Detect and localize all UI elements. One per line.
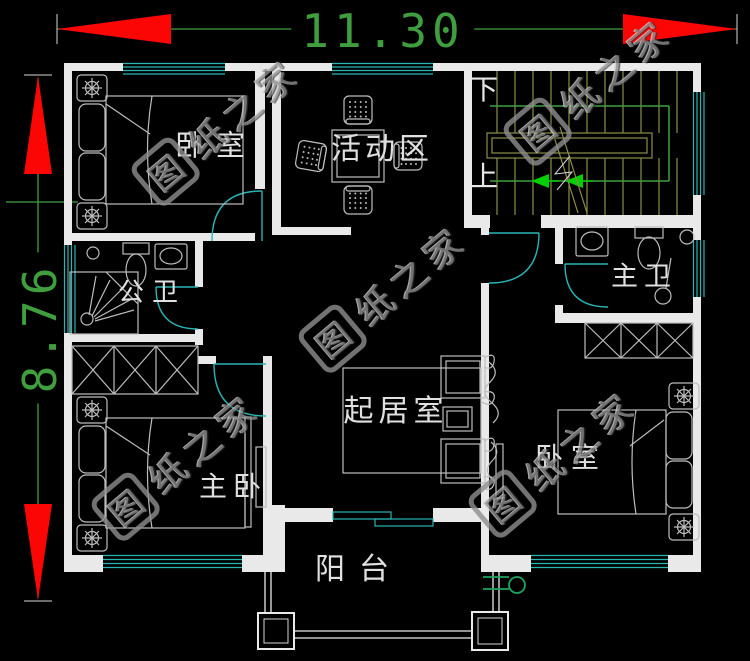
living-room-furniture	[342, 354, 499, 490]
pillow	[78, 152, 106, 201]
room-label-activity-area: 活动区	[331, 132, 433, 167]
activity-table-set	[294, 95, 423, 215]
balcony-rail-right	[492, 572, 500, 612]
window-masterbath-right	[692, 240, 705, 297]
toilet	[122, 242, 150, 287]
room-label-shared-bathroom: 公卫	[117, 278, 187, 308]
window-bedroom1-top	[123, 62, 225, 75]
doors	[155, 190, 609, 417]
pillow	[78, 474, 106, 523]
floor-drain	[86, 246, 100, 260]
bedside-lamp-icon	[76, 396, 108, 424]
room-label-master-bathroom: 主卫	[611, 261, 677, 293]
bedside-lamp-icon	[76, 202, 108, 230]
window-masterbed-bottom	[103, 554, 242, 569]
door-stair-hall	[488, 232, 540, 284]
chair	[343, 95, 373, 125]
sliding-door-balcony	[332, 511, 434, 527]
balcony-structure	[257, 570, 526, 651]
room-label-bedroom-bottom-right: 卧室	[534, 441, 608, 474]
window-stairwell-right	[692, 92, 705, 195]
windows	[63, 62, 705, 569]
room-label-living-room: 起居室	[343, 394, 449, 429]
bedside-lamp-icon	[76, 74, 108, 102]
stair-handrail	[486, 132, 653, 159]
window-bedroom2-bottom	[531, 554, 668, 569]
wardrobe-hall	[71, 345, 199, 395]
balcony-rail-left	[264, 570, 272, 613]
dimension-arrow-up	[24, 76, 52, 174]
side-table	[442, 406, 473, 432]
table	[331, 129, 385, 183]
outer-walls	[64, 63, 701, 572]
dimension-arrow-down	[24, 504, 52, 600]
bed-master-bedroom	[76, 396, 267, 552]
armchair	[440, 354, 495, 405]
dimension-arrow-left	[57, 14, 171, 44]
chair	[343, 185, 373, 215]
pillow	[665, 460, 693, 509]
dimension-height-value: 8.76	[13, 252, 67, 404]
balcony-rail-bottom	[294, 630, 472, 639]
stair-break-line	[550, 126, 588, 214]
stair-treads	[496, 71, 678, 215]
room-label-bedroom-top-left: 卧室	[174, 128, 258, 163]
window-activity-top	[332, 62, 433, 75]
dimension-width-value: 11.30	[291, 8, 475, 54]
window-bath-left	[63, 245, 76, 333]
wardrobe-bedroom2	[584, 322, 694, 359]
bed-bedroom1	[76, 74, 244, 230]
chair	[294, 139, 328, 173]
stair-guide-lines	[490, 105, 670, 188]
tv	[255, 446, 267, 508]
room-label-master-bedroom: 主卧	[198, 470, 268, 503]
stair-label-down: 下	[469, 73, 499, 106]
rug	[342, 367, 482, 474]
door-shared-bathroom	[155, 286, 199, 330]
staircase	[486, 71, 678, 215]
pillow	[78, 103, 106, 152]
pillow	[78, 425, 106, 474]
master-bathroom-fixtures	[575, 226, 695, 305]
room-label-balcony: 阳台	[315, 552, 403, 587]
bedside-lamp-icon	[76, 524, 108, 552]
shared-bathroom-fixtures	[69, 242, 188, 335]
armchair	[440, 437, 495, 490]
stair-label-up: 上	[469, 160, 499, 193]
dimension-arrow-right	[623, 14, 737, 44]
tv-cabinet	[244, 416, 252, 528]
tv	[495, 443, 504, 499]
bed-bedroom2	[495, 382, 700, 541]
door-master-bathroom	[564, 263, 609, 308]
sink	[575, 226, 609, 257]
floor-drain	[679, 229, 695, 245]
sink	[154, 243, 188, 270]
balcony-column	[471, 611, 509, 651]
stair-arrow	[531, 174, 549, 188]
toilet	[634, 226, 664, 270]
balcony-column	[257, 612, 295, 650]
shower-head	[654, 257, 672, 305]
door-master-bedroom	[213, 363, 267, 417]
shower	[69, 271, 139, 335]
drain-pipe	[483, 576, 526, 594]
pillow	[665, 411, 693, 460]
interior-walls	[64, 63, 701, 572]
